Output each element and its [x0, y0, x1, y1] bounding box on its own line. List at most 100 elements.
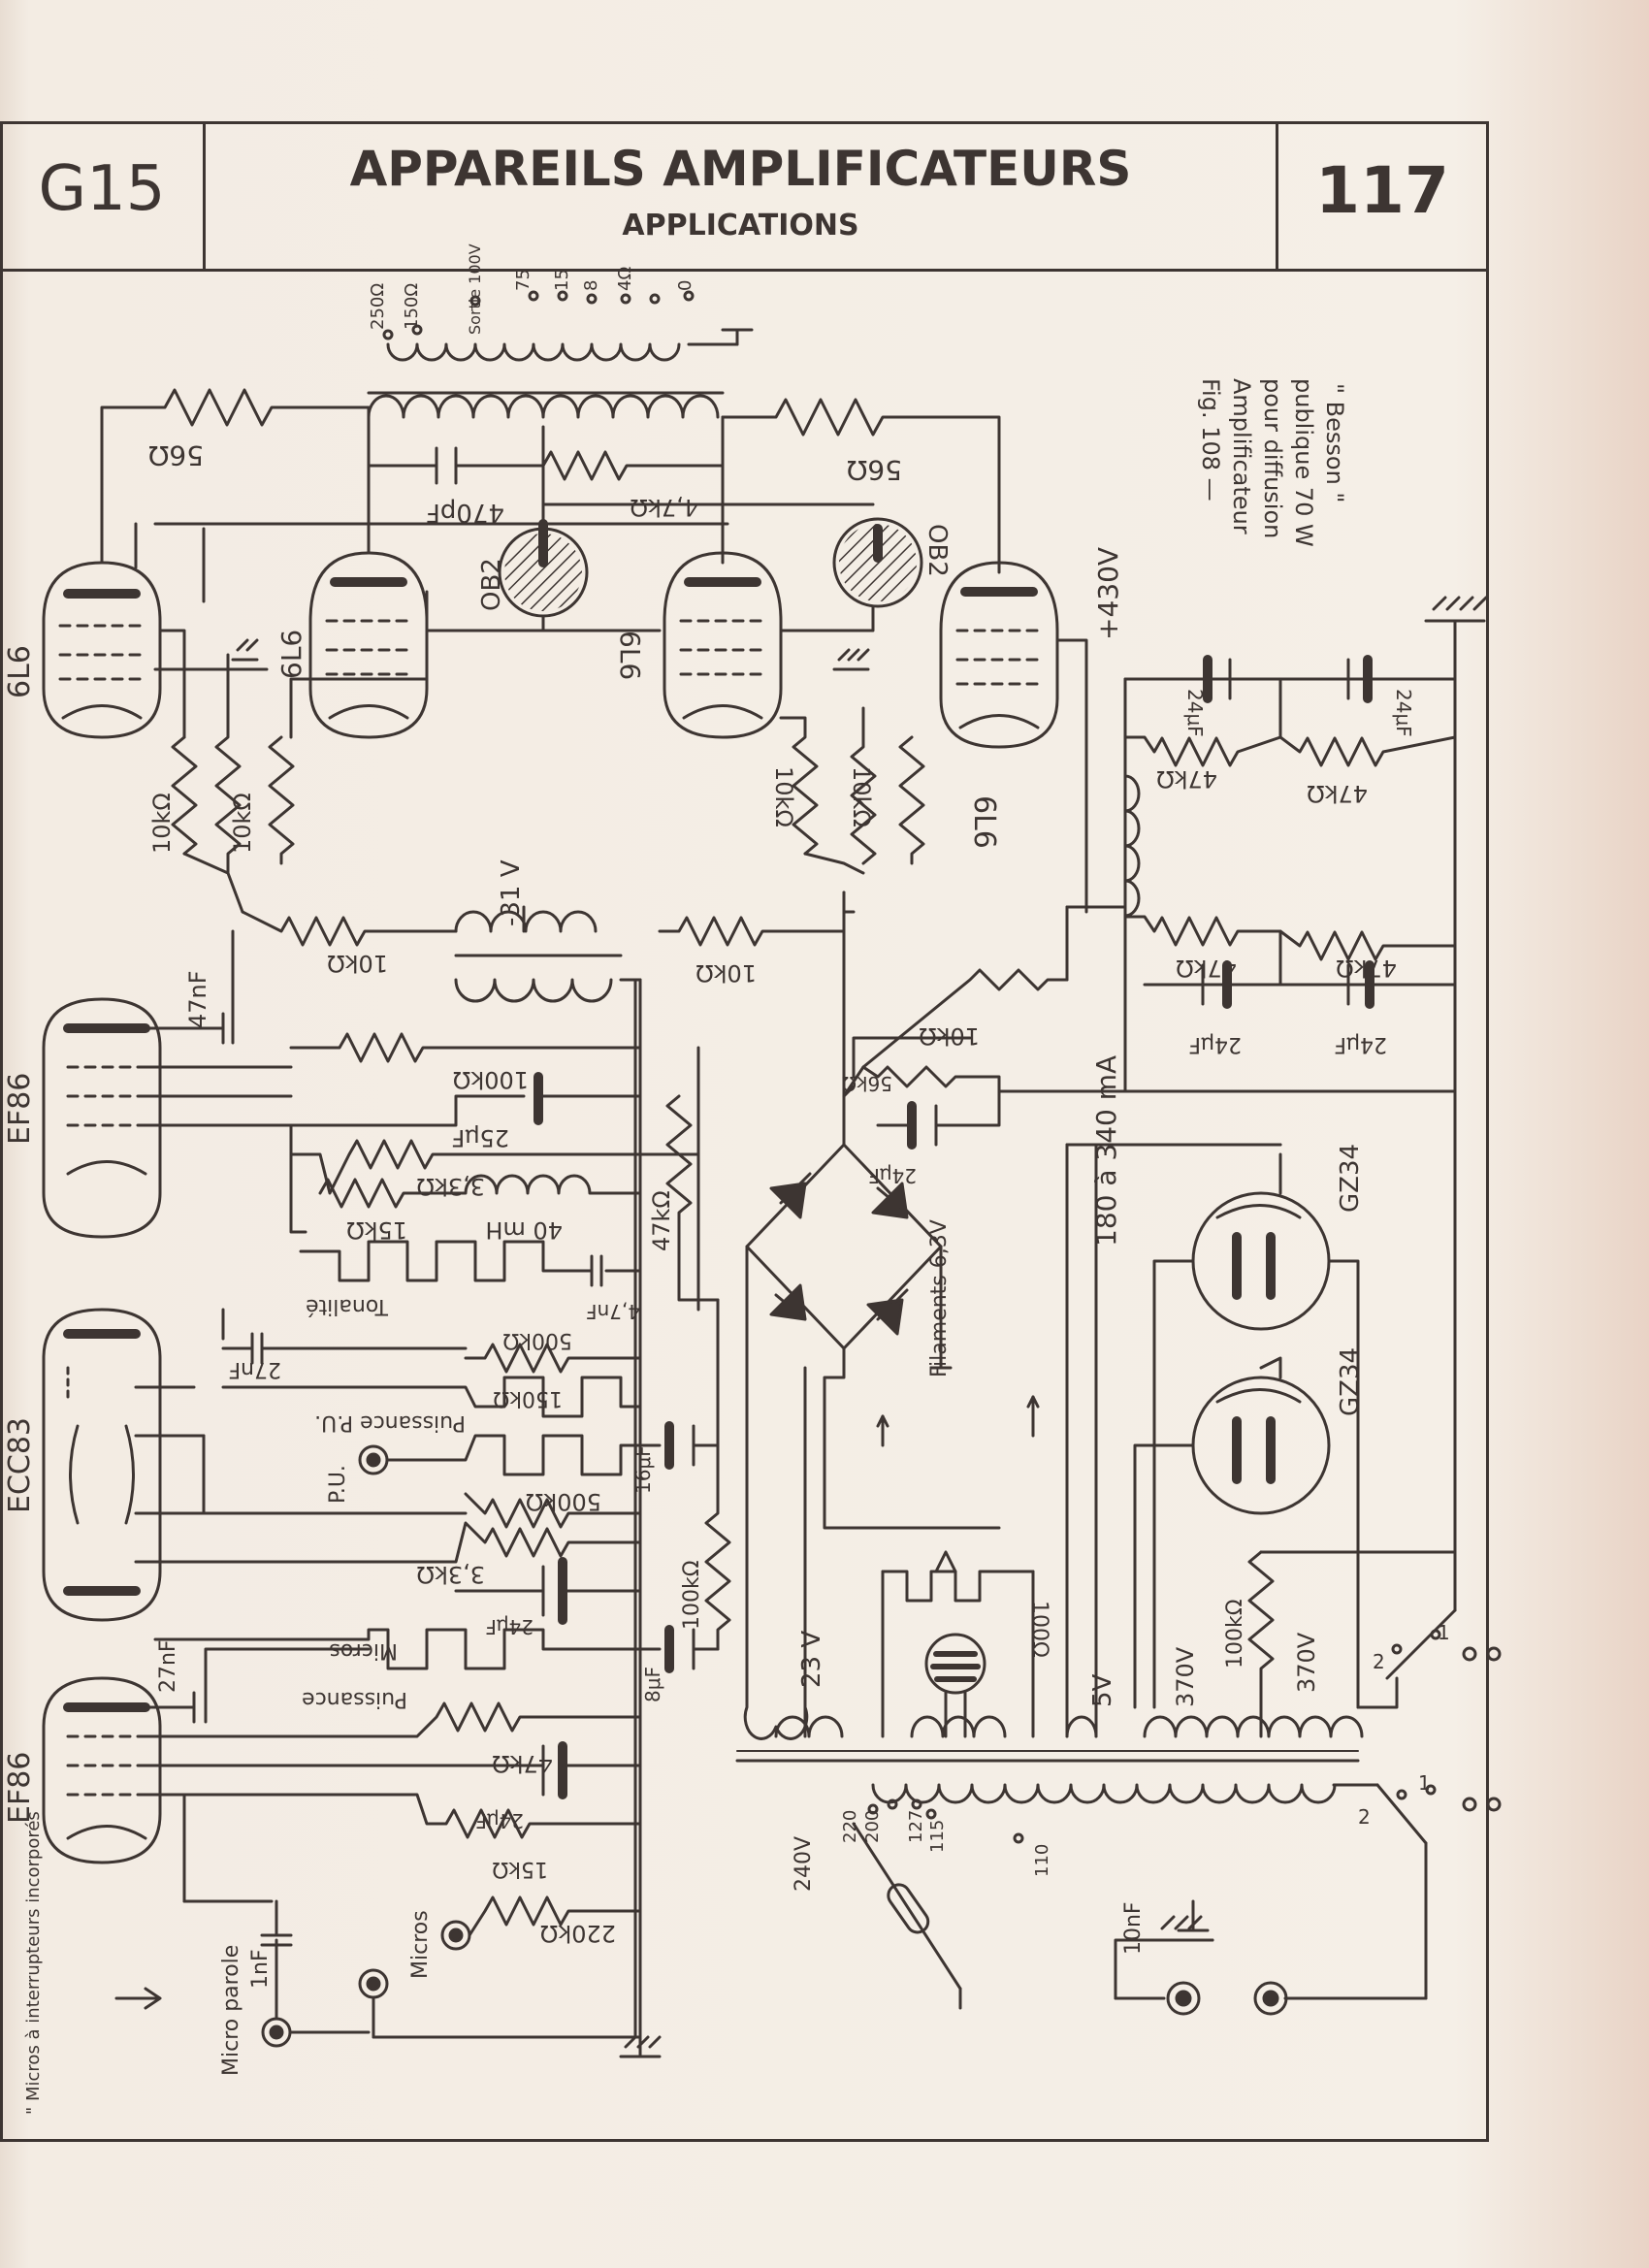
c8u-label: 8μF [641, 1667, 664, 1702]
v5-label: 5V [1088, 1673, 1117, 1707]
r10k-g-label: 10kΩ [919, 1022, 980, 1050]
mains-127-label: 127 [906, 1810, 926, 1843]
tube-ef86-input [42, 1647, 642, 1903]
mains-115-label: 115 [927, 1820, 948, 1853]
r500k-a-label: 500kΩ [502, 1328, 572, 1352]
c24u-f-label: 24μF [1188, 1032, 1242, 1056]
r100-label: 100Ω [1027, 1601, 1051, 1658]
sw3-label: 1 [1418, 1771, 1431, 1795]
r15k-b-label: 15kΩ [492, 1857, 548, 1881]
mains-200-label: 200 [862, 1810, 883, 1843]
tube-6l6-2 [308, 551, 429, 739]
r500k-b-label: 500kΩ [526, 1488, 601, 1515]
plate-stoppers [100, 388, 1001, 574]
c25u-label: 25μF [451, 1124, 509, 1151]
r47k-low-label: 47kΩ [492, 1750, 553, 1777]
caption-line4: publique 70 W [1290, 378, 1317, 547]
tube-6l6-4-label: 6L6 [967, 795, 1001, 849]
c24u-g-label: 24μF [1334, 1032, 1387, 1056]
diagram-frame [0, 270, 1489, 2142]
gz34-rectifier-2 [1133, 1356, 1331, 1709]
header-page-box [1276, 121, 1489, 272]
tap-15: 15 [552, 269, 572, 291]
r47k-top-label: 4,7kΩ [630, 494, 698, 521]
mains-transformer [735, 1143, 1379, 1804]
pu-input [192, 1434, 642, 1529]
r220k-label: 220kΩ [540, 1920, 616, 1947]
v23-label: 23 V [797, 1631, 826, 1688]
filter-choke [1123, 655, 1457, 1093]
cathode-caps [638, 1298, 731, 1673]
micros-note-label: " Micros à interrupteurs incorporés [23, 1811, 44, 2115]
mains-input [852, 1783, 1437, 2016]
filaments-label: Filaments 6,3V [927, 1219, 952, 1377]
output-transformer [367, 328, 754, 419]
header-section-box [0, 121, 206, 272]
bridge-rectifier [743, 910, 1040, 1740]
page-title: APPAREILS AMPLIFICATEURS [349, 141, 1132, 197]
current-label: 180 à 340 mA [1090, 1055, 1122, 1247]
r100k-c-label: 100kΩ [1223, 1599, 1247, 1669]
c24u-b-label: 24μF [475, 1809, 524, 1832]
tap-100v: Sortie 100V [466, 243, 484, 335]
r33k-a-label: 3,3kΩ [417, 1173, 485, 1200]
r56-right-label: 56Ω [847, 454, 902, 486]
r47k-mid-label: 47kΩ [648, 1190, 675, 1251]
tap-150: 150Ω [402, 283, 422, 330]
gz34-rectifier-1 [1123, 1143, 1360, 1709]
page-number: 117 [1315, 153, 1449, 228]
filament-pot [881, 1550, 1035, 1738]
v370a-label: 370V [1172, 1646, 1199, 1707]
caption-line3: pour diffusion [1259, 378, 1286, 538]
r47k-f2-label: 47kΩ [1307, 780, 1368, 807]
tube-6l6-3-label: 6L6 [614, 631, 646, 680]
tube-6l6-2-label: 6L6 [275, 630, 307, 679]
ob2-2-label: OB2 [922, 524, 952, 577]
ob2-regulator-2 [832, 517, 923, 608]
ob2-1-label: OB2 [477, 558, 506, 611]
micro-parole-label: Micro parole [219, 1945, 243, 2076]
r47k-f3-label: 47kΩ [1176, 955, 1237, 982]
r100k-a-label: 100kΩ [453, 1066, 529, 1093]
r150k-label: 150kΩ [493, 1386, 563, 1410]
misc-wiring [134, 522, 1088, 1156]
mains-110-label: 110 [1032, 1844, 1052, 1877]
section-code: G15 [38, 153, 166, 225]
c24u-e-label: 24μF [1392, 689, 1415, 737]
tube-6l6-1-label: 6L6 [3, 645, 37, 698]
tap-250: 250Ω [368, 283, 388, 330]
tube-ef86-driver-label: EF86 [3, 1073, 37, 1145]
caption-line2: Amplificateur [1228, 378, 1255, 535]
sw1-label: 1 [1438, 1621, 1450, 1644]
c24u-a-label: 24μF [485, 1615, 534, 1638]
c10n-label: 10nF [1121, 1901, 1146, 1955]
caption-line5: " Besson " [1321, 383, 1348, 502]
r10k-b-label: 10kΩ [229, 793, 256, 854]
r56k-label: 56kΩ [842, 1072, 892, 1095]
r56-left-label: 56Ω [148, 439, 204, 471]
caption-line1: Fig. 108 — [1197, 378, 1224, 502]
c47n-b-label: 4,7nF [586, 1300, 640, 1323]
r10k-f-label: 10kΩ [695, 959, 757, 987]
ecc83-cathode [153, 1521, 642, 1670]
tube-ef86-driver [42, 929, 642, 1239]
r33k-b-label: 3,3kΩ [417, 1561, 485, 1588]
tap-8: 8 [581, 280, 601, 291]
tap-75: 75 [513, 269, 534, 291]
c470p-label: 470pF [426, 498, 504, 527]
c16u-label: 16μF [631, 1445, 655, 1494]
c47n-label: 47nF [184, 970, 211, 1028]
c24u-d-label: 24μF [1183, 689, 1207, 737]
v370b-label: 370V [1293, 1632, 1320, 1693]
r47k-f4-label: 47kΩ [1336, 955, 1397, 982]
tube-6l6-1 [42, 561, 162, 739]
ob2-regulator-1 [498, 519, 589, 632]
tube-6l6-4 [939, 561, 1059, 749]
output-taps [382, 290, 695, 340]
r100k-b-label: 100kΩ [680, 1560, 704, 1630]
driver-transformer [454, 905, 642, 2039]
tonalite-label: Tonalité [306, 1294, 389, 1318]
c1n-label: 1nF [248, 1949, 273, 1989]
micros-label: Micros [329, 1638, 398, 1663]
